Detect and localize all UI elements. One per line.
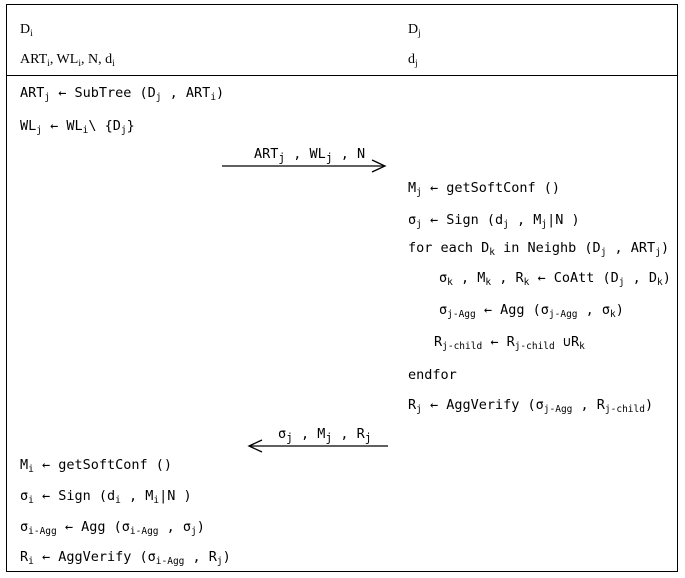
header-separator xyxy=(6,75,678,76)
message-1-label: ARTj , WLj , N xyxy=(254,146,366,165)
right-step-for-each: for each Dk in Neighb (Dj , ARTj) xyxy=(408,240,670,258)
left-step-aggverify: Ri ← AggVerify (σi-Agg , Rj) xyxy=(20,549,231,567)
party-dj-label: Dj xyxy=(408,22,421,42)
party-di-keys: ARTi, WLi, N, di xyxy=(20,52,115,69)
protocol-frame xyxy=(6,4,678,572)
left-step-whitelist: WLj ← WLi\ {Dj} xyxy=(20,118,135,136)
left-step-agg: σi-Agg ← Agg (σi-Agg , σj) xyxy=(20,519,205,537)
right-step-aggverify: Rj ← AggVerify (σj-Agg , Rj-child) xyxy=(408,397,654,415)
party-di-label: Di xyxy=(20,22,33,42)
party-di-name: D xyxy=(20,22,31,37)
party-di-sub: i xyxy=(30,29,33,39)
left-step-subtree: ARTj ← SubTree (Dj , ARTi) xyxy=(20,85,225,103)
left-step-sign: σi ← Sign (di , Mi|N ) xyxy=(20,488,192,506)
right-step-sign: σj ← Sign (dj , Mj|N ) xyxy=(408,212,580,230)
message-2-arrow xyxy=(247,439,388,453)
left-step-getsoftconf: Mi ← getSoftConf () xyxy=(20,457,173,475)
party-dj-keys: dj xyxy=(408,52,418,69)
message-1-arrow xyxy=(222,159,387,173)
right-step-union: Rj-child ← Rj-child ∪Rk xyxy=(434,334,585,352)
party-dj-name: D xyxy=(408,22,419,37)
right-step-getsoftconf: Mj ← getSoftConf () xyxy=(408,180,561,198)
right-step-endfor: endfor xyxy=(408,367,457,383)
right-step-coatt: σk , Mk , Rk ← CoAtt (Dj , Dk) xyxy=(439,270,671,288)
message-2-label: σj , Mj , Rj xyxy=(278,426,372,445)
right-step-agg: σj-Agg ← Agg (σj-Agg , σk) xyxy=(439,302,624,320)
party-dj-sub: j xyxy=(418,29,421,39)
